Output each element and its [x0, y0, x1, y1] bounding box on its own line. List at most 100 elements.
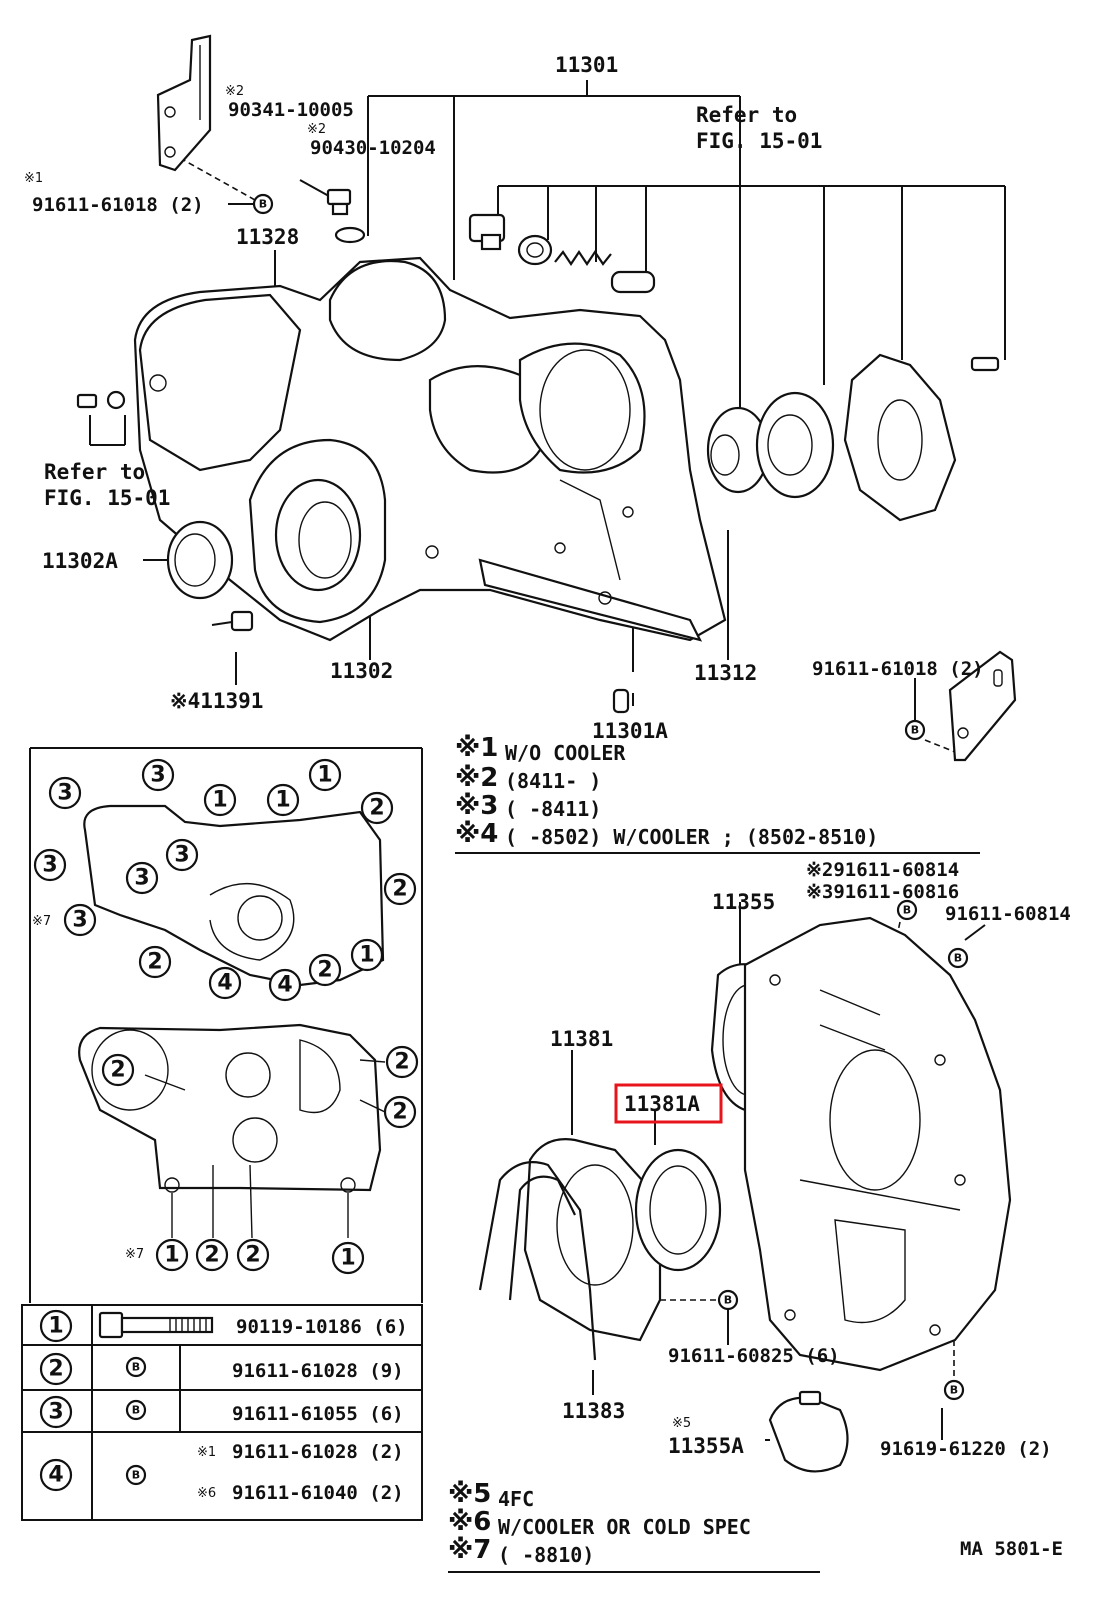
svg-text:2: 2	[245, 1243, 260, 1268]
b-icon: B	[717, 1289, 739, 1311]
svg-text:2: 2	[110, 1058, 125, 1083]
callout-4: 4	[268, 968, 302, 1002]
table-part-3: 91611-61055 (6)	[232, 1403, 404, 1425]
svg-text:3: 3	[42, 853, 57, 878]
label-11328: 11328	[236, 225, 299, 249]
table-num-4: 4	[39, 1458, 73, 1492]
label-91611-60814-a: ※291611-60814	[806, 859, 959, 881]
callout-2: 2	[236, 1238, 270, 1272]
callout-4: 4	[208, 966, 242, 1000]
svg-text:4: 4	[217, 971, 232, 996]
label-91611-60816: ※391611-60816	[806, 881, 959, 903]
mark-7-lower: ※7	[125, 1247, 144, 1262]
callout-3: 3	[33, 848, 67, 882]
svg-text:1: 1	[317, 763, 332, 788]
label-91619-61220: 91619-61220 (2)	[880, 1438, 1052, 1460]
svg-text:2: 2	[147, 950, 162, 975]
svg-text:3: 3	[48, 1400, 63, 1425]
svg-text:1: 1	[340, 1246, 355, 1271]
label-11312: 11312	[694, 661, 757, 685]
callout-2: 2	[383, 872, 417, 906]
svg-text:2: 2	[48, 1357, 63, 1382]
note-mark: ※7	[448, 1535, 491, 1565]
bracket-part-top-left	[156, 34, 212, 172]
table-mark-4b: ※6	[197, 1486, 216, 1501]
b-icon: B	[947, 947, 969, 969]
callout-1: 1	[203, 783, 237, 817]
svg-text:1: 1	[359, 943, 374, 968]
callout-2: 2	[138, 945, 172, 979]
label-11383: 11383	[562, 1399, 625, 1423]
svg-text:B: B	[132, 1404, 140, 1417]
svg-text:B: B	[724, 1294, 732, 1307]
label-11301A: 11301A	[592, 719, 668, 743]
callout-2: 2	[195, 1238, 229, 1272]
callout-3: 3	[63, 903, 97, 937]
label-11355A: 11355A	[668, 1434, 744, 1458]
mark-5: ※5	[672, 1416, 691, 1431]
callout-1: 1	[331, 1241, 365, 1275]
drain-plug-part	[326, 188, 366, 244]
notes-bottom: ※5 4FC ※6 W/COOLER OR COLD SPEC ※7 ( -88…	[448, 1479, 820, 1573]
table-num-3: 3	[39, 1395, 73, 1429]
callout-2: 2	[385, 1045, 419, 1079]
svg-text:2: 2	[369, 796, 384, 821]
bolt-icon	[98, 1311, 214, 1339]
callout-3: 3	[125, 861, 159, 895]
note-text: ( -8810)	[498, 1543, 594, 1567]
svg-text:4: 4	[277, 973, 292, 998]
note-text: ( -8502) W/COOLER ; (8502-8510)	[505, 825, 878, 849]
label-11301: 11301	[555, 53, 618, 77]
svg-text:4: 4	[48, 1463, 63, 1488]
callout-2: 2	[383, 1095, 417, 1129]
svg-text:3: 3	[134, 866, 149, 891]
note-text: W/O COOLER	[505, 741, 626, 765]
mark-2b: ※2	[307, 122, 326, 137]
b-icon: B	[896, 899, 918, 921]
note-mark: ※3	[455, 791, 498, 821]
label-11302A: 11302A	[42, 549, 118, 573]
callout-2: 2	[360, 791, 394, 825]
svg-text:1: 1	[48, 1314, 63, 1339]
b-icon: B	[125, 1399, 147, 1421]
label-11381A: 11381A	[624, 1092, 700, 1116]
bolt-table: 1 2 3 4 B B B 90119-10186 (6) 91611-6102…	[21, 1304, 423, 1521]
svg-text:B: B	[954, 952, 962, 965]
svg-text:B: B	[259, 198, 267, 211]
bracket-part-right	[948, 650, 1017, 762]
svg-text:1: 1	[164, 1243, 179, 1268]
callout-1: 1	[308, 758, 342, 792]
small-parts-left	[76, 390, 630, 714]
b-icon: B	[125, 1464, 147, 1486]
callout-1: 1	[350, 938, 384, 972]
callout-1: 1	[266, 783, 300, 817]
table-part-1: 90119-10186 (6)	[236, 1316, 408, 1338]
table-part-2: 91611-61028 (9)	[232, 1360, 404, 1382]
svg-text:3: 3	[57, 781, 72, 806]
oil-pump-gears	[706, 353, 957, 522]
callout-1: 1	[155, 1238, 189, 1272]
table-part-4a: 91611-61028 (2)	[232, 1441, 404, 1463]
callout-3: 3	[141, 758, 175, 792]
timing-cover-assembly	[133, 256, 727, 642]
b-icon: B	[904, 719, 926, 741]
svg-text:2: 2	[392, 877, 407, 902]
highlight-box	[614, 1083, 723, 1124]
b-icon: B	[943, 1379, 965, 1401]
inset-callouts: 3 3 1 1 1 2 3 3 3 2 3 2 4 4 2 1 2 2 2 1 …	[32, 758, 419, 1275]
label-11355: 11355	[712, 890, 775, 914]
label-91611-60825: 91611-60825 (6)	[668, 1345, 840, 1367]
label-refer-left: Refer to	[44, 460, 145, 484]
label-90430: 90430-10204	[310, 137, 436, 159]
table-mark-4a: ※1	[197, 1445, 216, 1460]
label-91611-61018-left: 91611-61018 (2)	[32, 194, 204, 216]
note-mark: ※2	[455, 763, 498, 793]
bolt-layout-inset	[29, 747, 423, 1303]
label-11302: 11302	[330, 659, 393, 683]
svg-text:1: 1	[212, 788, 227, 813]
note-text: 4FC	[498, 1487, 534, 1511]
callout-2: 2	[101, 1053, 135, 1087]
label-fig-left: FIG. 15-01	[44, 486, 170, 510]
svg-text:1: 1	[275, 788, 290, 813]
